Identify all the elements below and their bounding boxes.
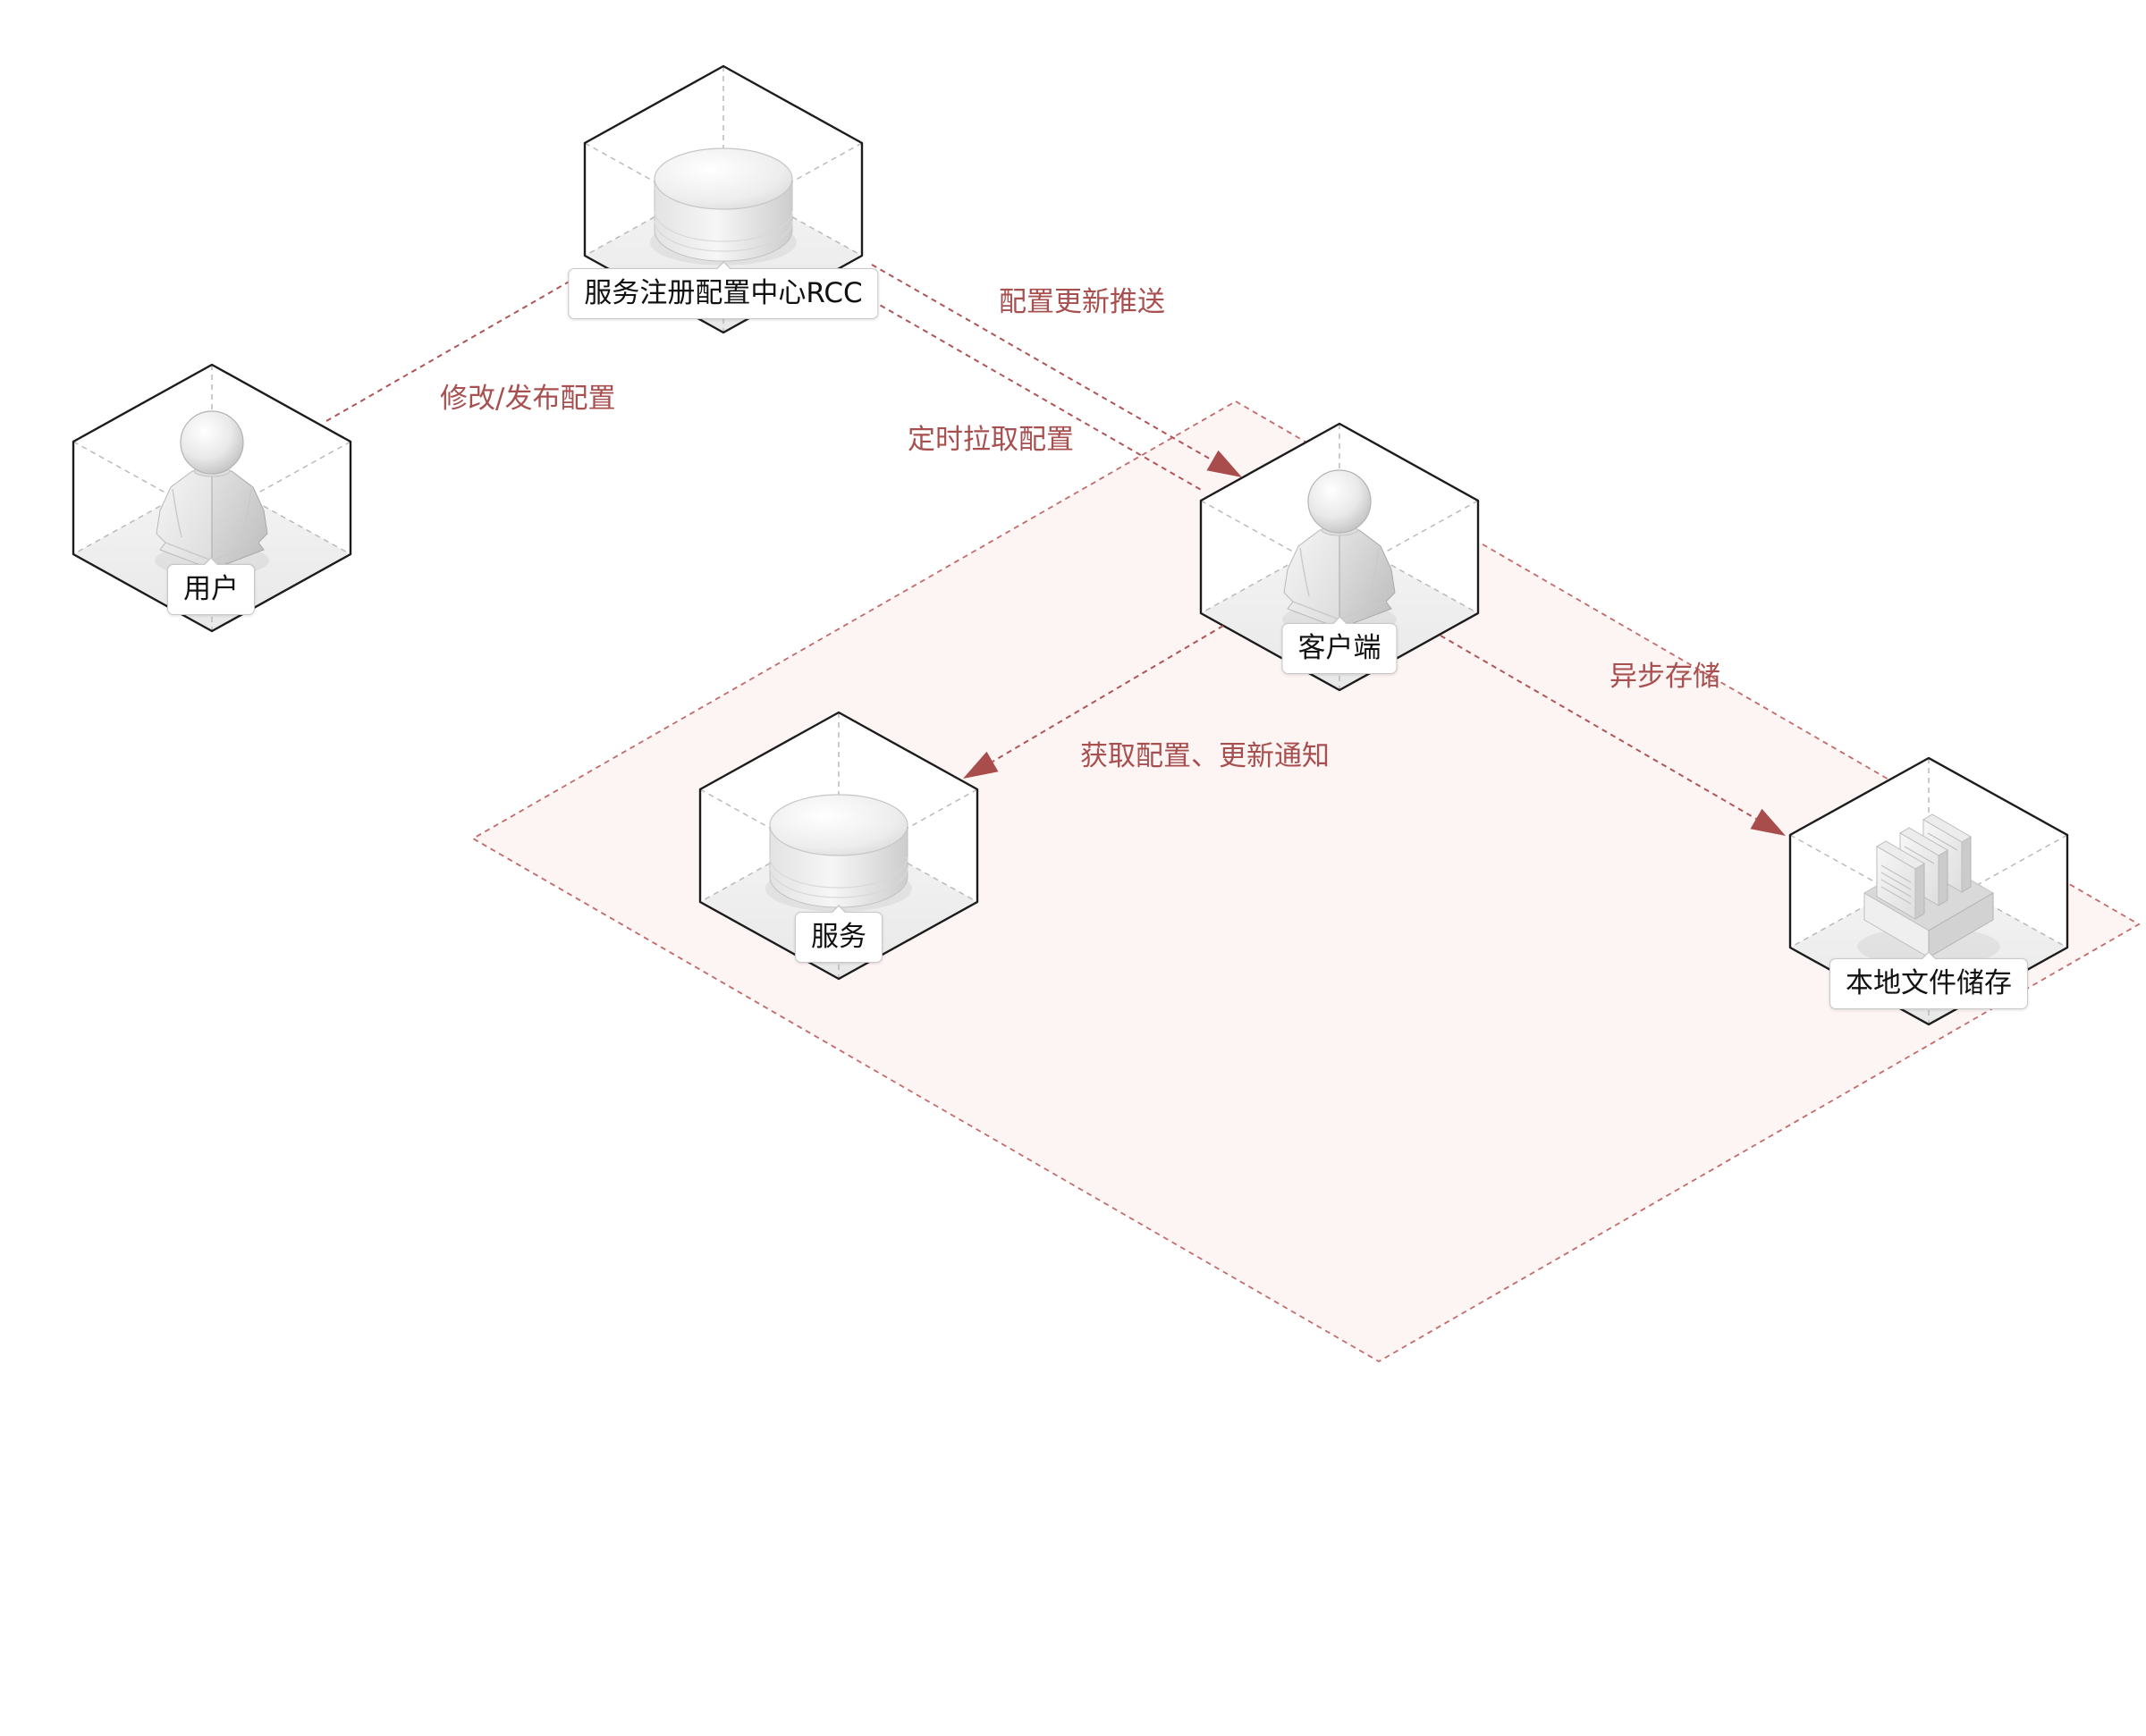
arrowhead-icon [1750,808,1786,836]
database-icon [649,147,798,266]
edge-label-fetch-notify: 获取配置、更新通知 [1080,740,1330,772]
edge-label-modify-publish: 修改/发布配置 [440,383,615,415]
edge-label-async-store: 异步存储 [1610,661,1720,693]
node-label-user: 用户 [167,557,255,615]
edge-fetch-notify [963,625,1224,779]
arrowhead-icon [1206,450,1242,477]
node-label-client: 客户端 [1281,616,1398,674]
node-label-rcc: 服务注册配置中心RCC [568,261,879,319]
edge-scheduled-pull [871,299,1204,492]
edge-push-update [871,264,1242,477]
client-zone [471,400,2141,1363]
node-label-service: 服务 [795,905,883,963]
arrowhead-icon [963,751,999,779]
edge-async-store [1440,635,1786,836]
edge-label-scheduled-pull: 定时拉取配置 [908,424,1074,456]
edge-line [871,299,1204,492]
database-icon [765,794,913,913]
edge-line [1440,635,1757,820]
edge-line [871,264,1213,461]
edge-label-push-update: 配置更新推送 [999,286,1165,318]
edge-line [325,279,573,422]
node-label-storage: 本地文件储存 [1829,951,2028,1009]
edge-line [992,625,1224,763]
edge-modify-publish [325,279,573,422]
